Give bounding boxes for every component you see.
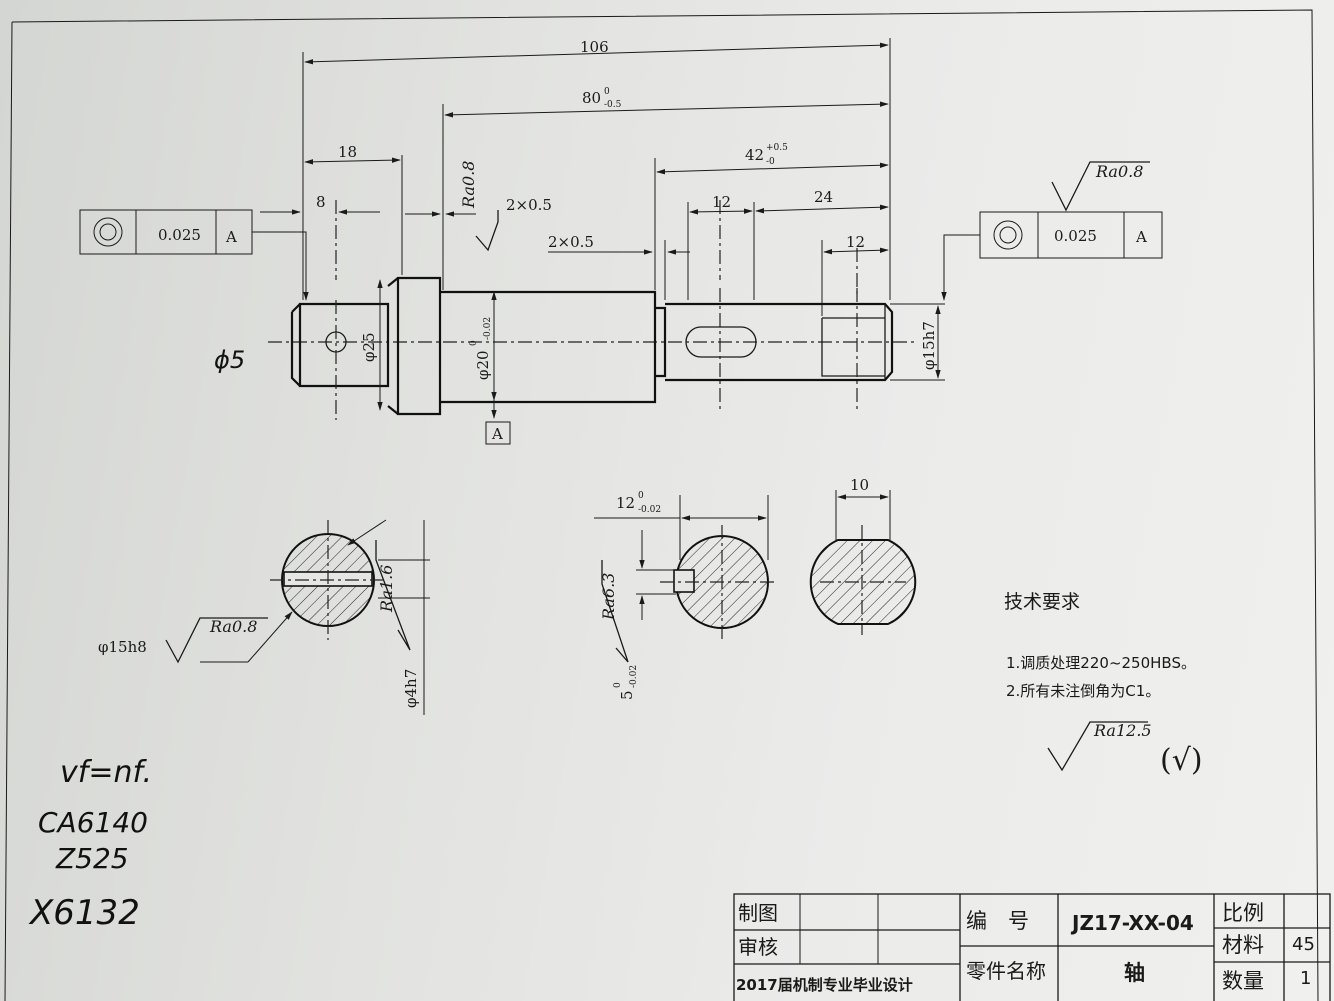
tb-scale-label: 比例 xyxy=(1222,901,1264,925)
tb-quantity-value: 1 xyxy=(1300,968,1311,989)
dim-key12-tol-low: -0.02 xyxy=(638,505,661,515)
dim-phi20-tol-up: 0 xyxy=(469,340,479,346)
dim-12b: 12 xyxy=(846,233,865,251)
ra-6-3: Ra6.3 xyxy=(599,573,618,621)
tb-material-label: 材料 xyxy=(1222,933,1264,957)
section-view-1: φ15h8 φ4h7 xyxy=(98,519,430,715)
tb-drawn-label: 制图 xyxy=(738,901,778,925)
tech-req-item1: 1.调质处理220~250HBS。 xyxy=(1006,654,1196,672)
dim-key12: 12 xyxy=(616,494,635,512)
dim-key12-tol-up: 0 xyxy=(638,491,644,501)
dimension-text: 106 80 0 -0.5 42 +0.5 -0 18 8 12 24 12 2… xyxy=(316,38,938,380)
dim-phi20: φ20 xyxy=(474,350,492,380)
dim-42: 42 xyxy=(745,146,764,164)
hand-formula: vf=nf. xyxy=(60,755,152,790)
shaft-main-view xyxy=(268,200,915,420)
svg-text:A: A xyxy=(491,425,503,443)
dim-24: 24 xyxy=(814,188,833,206)
tolerance-frame-left: 0.025 A xyxy=(79,209,309,301)
dim-80-tol-up: 0 xyxy=(604,87,610,97)
dim-key5-tol-up: 0 xyxy=(613,682,623,688)
tolerance-left-datum: A xyxy=(225,228,237,246)
hand-machine1: CA6140 xyxy=(38,806,148,839)
ra-1-6: Ra1.6 xyxy=(377,565,396,613)
section-view-3: 10 xyxy=(809,476,917,635)
ra-12-5-paren: (√) xyxy=(1160,743,1203,778)
hand-phi5: ϕ5 xyxy=(214,346,245,374)
dim-phi15h7: φ15h7 xyxy=(920,321,938,370)
tb-school-label: 2017届机制专业毕业设计 xyxy=(736,976,913,994)
tech-req-item2: 2.所有未注倒角为C1。 xyxy=(1006,682,1160,700)
drawing-border xyxy=(11,9,1319,1001)
dim-8: 8 xyxy=(316,193,326,211)
dim-phi25: φ25 xyxy=(360,332,378,362)
title-block: 制图 审核 2017届机制专业毕业设计 编 号 JZ17-XX-04 零件名称 … xyxy=(733,893,1331,1001)
tb-material-value: 45 xyxy=(1292,934,1315,955)
hand-machine3: X6132 xyxy=(28,893,140,933)
tech-req-title: 技术要求 xyxy=(1004,591,1080,613)
section-view-2: 12 0 -0.02 5 0 -0.02 xyxy=(594,491,778,700)
dim-phi20-tol-low: -0.02 xyxy=(483,317,493,340)
datum-a: A xyxy=(485,421,511,445)
tb-code-label: 编 号 xyxy=(966,909,1029,933)
tolerance-right-value: 0.025 xyxy=(1054,227,1097,245)
dim-80: 80 xyxy=(582,89,601,107)
dim-groove1: 2×0.5 xyxy=(506,196,552,214)
dim-overall: 106 xyxy=(580,38,609,56)
roughness-symbols: Ra0.8 Ra0.8 Ra0.8 Ra1.6 Ra6.3 Ra12.5 (√) xyxy=(165,161,1203,778)
handwritten-notes: ϕ5 vf=nf. CA6140 Z525 X6132 xyxy=(28,346,245,933)
ra-0-8-right: Ra0.8 xyxy=(1095,162,1143,181)
ra-0-8-section: Ra0.8 xyxy=(209,617,257,636)
dim-key5: 5 xyxy=(618,690,636,700)
dim-42-tol-up: +0.5 xyxy=(766,143,788,153)
ra-0-8-main: Ra0.8 xyxy=(459,161,478,209)
tb-checked-label: 审核 xyxy=(738,935,778,959)
dim-phi15h8: φ15h8 xyxy=(98,638,147,656)
tolerance-right-datum: A xyxy=(1135,228,1147,246)
tolerance-frame-right: 0.025 A xyxy=(941,211,1163,301)
dim-groove2: 2×0.5 xyxy=(548,233,594,251)
dim-key5-tol-low: -0.02 xyxy=(629,665,639,688)
dim-18: 18 xyxy=(338,143,357,161)
dim-80-tol-low: -0.5 xyxy=(604,100,622,110)
tolerance-left-value: 0.025 xyxy=(158,226,201,244)
dim-12a: 12 xyxy=(712,193,731,211)
tb-part-name-label: 零件名称 xyxy=(966,959,1046,983)
dim-phi4h7: φ4h7 xyxy=(402,669,420,708)
ra-12-5: Ra12.5 xyxy=(1093,721,1152,740)
dim-42-tol-low: -0 xyxy=(766,157,775,167)
tb-part-name-value: 轴 xyxy=(1124,961,1145,985)
hand-machine2: Z525 xyxy=(55,842,129,875)
dim-flat10: 10 xyxy=(850,476,869,494)
tb-code-value: JZ17-XX-04 xyxy=(1070,911,1194,935)
tech-requirements: 技术要求 1.调质处理220~250HBS。 2.所有未注倒角为C1。 xyxy=(1004,591,1196,700)
tb-quantity-label: 数量 xyxy=(1222,969,1264,993)
drawing-border-left xyxy=(4,21,13,1001)
dimension-lines xyxy=(260,38,945,419)
